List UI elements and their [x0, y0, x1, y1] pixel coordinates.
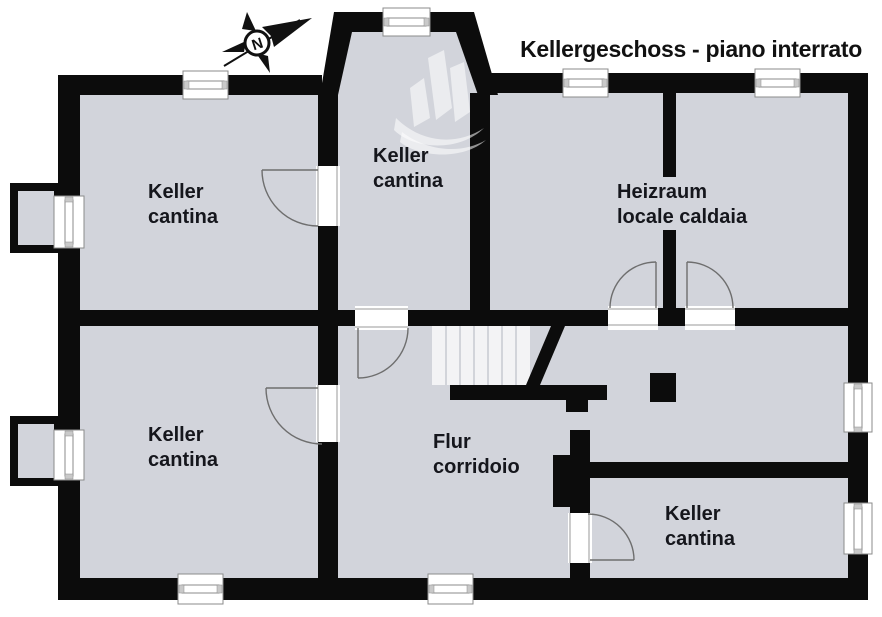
exterior-walls: [58, 12, 868, 600]
room-label-line: Keller: [665, 503, 721, 525]
stairs: [432, 326, 530, 385]
room-label-line: Flur: [433, 431, 471, 453]
room-label-line: Heizraum: [617, 181, 708, 203]
room-label-line: Keller: [373, 145, 429, 167]
room-label-line: cantina: [665, 528, 736, 550]
room-label-flur-corridoio: Flur corridoio: [433, 430, 520, 480]
room-label-line: Keller: [148, 181, 204, 203]
room-label-keller-cantina-bottom-right: Keller cantina: [665, 502, 735, 552]
room-label-line: cantina: [148, 206, 219, 228]
doors: [261, 166, 735, 563]
north-arrow-compass-icon: N: [222, 12, 312, 73]
windows: [53, 7, 873, 605]
room-label-line: Keller: [148, 424, 204, 446]
room-label-keller-cantina-top-left: Keller cantina: [148, 180, 218, 230]
room-label-line: corridoio: [433, 456, 520, 478]
room-label-keller-cantina-top-middle: Keller cantina: [373, 144, 443, 194]
room-label-line: cantina: [148, 449, 219, 471]
compass-north-label: N: [250, 35, 266, 55]
watermark-logo-icon: [394, 50, 486, 155]
room-label-line: cantina: [373, 170, 444, 192]
plan-title: Kellergeschoss - piano interrato: [520, 36, 862, 62]
room-label-line: locale caldaia: [617, 206, 748, 228]
room-label-heizraum: Heizraum locale caldaia: [617, 180, 747, 230]
room-label-keller-cantina-bottom-left: Keller cantina: [148, 423, 218, 473]
room-fill-areas: [10, 18, 854, 584]
